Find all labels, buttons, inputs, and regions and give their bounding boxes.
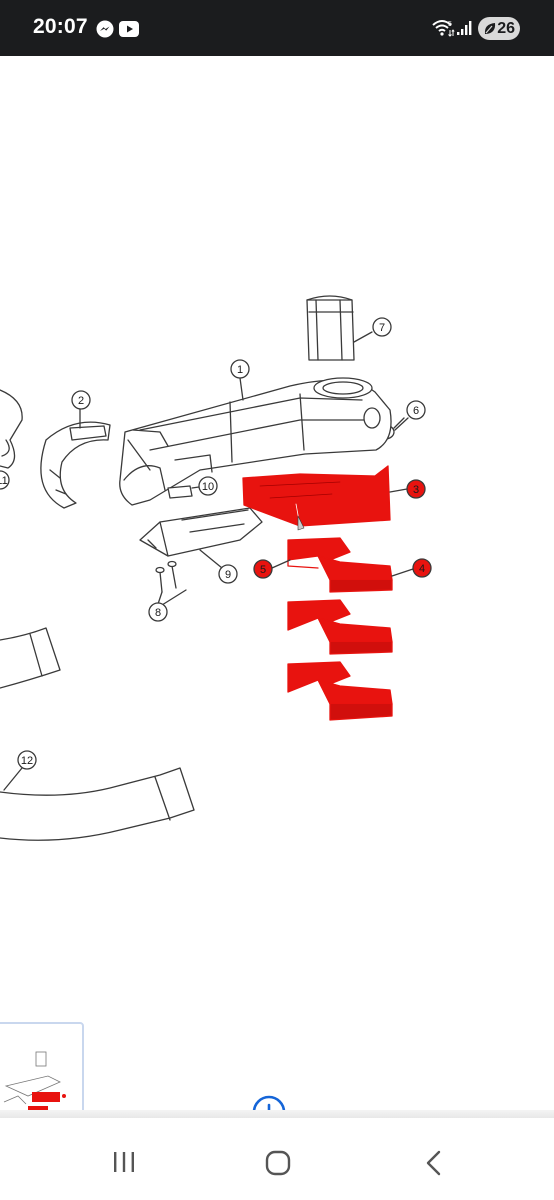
callout-9-label: 9 <box>225 569 231 581</box>
back-icon[interactable] <box>423 1149 445 1177</box>
thumbnail-preview <box>3 1051 66 1112</box>
part-2-clamp <box>40 421 111 509</box>
callout-8 <box>148 602 168 622</box>
status-bar: 20:07 5 26 <box>0 0 554 56</box>
callout-6-label: 6 <box>413 405 419 417</box>
callout-2 <box>71 390 91 410</box>
youtube-icon <box>119 21 139 37</box>
callout-10-label: 10 <box>202 481 214 493</box>
callout-3-label: 3 <box>413 484 419 496</box>
callout-5-label: 5 <box>260 564 266 576</box>
status-time: 20:07 <box>33 15 88 38</box>
navigation-bar <box>0 1118 554 1200</box>
image-thumbnail[interactable] <box>0 1022 84 1118</box>
battery-level: 26 <box>497 20 515 37</box>
wifi-icon: 5 <box>432 20 455 37</box>
home-icon[interactable] <box>264 1149 292 1177</box>
image-viewer[interactable]: 7 6 1 10 2 11 9 8 3 5 4 12 <box>0 56 554 1118</box>
part-11-clamp-half <box>0 389 23 469</box>
part-12-handlebar <box>0 767 195 841</box>
part-8-bolts <box>155 560 177 593</box>
svg-text:5: 5 <box>448 21 452 28</box>
callout-10 <box>198 476 218 496</box>
messenger-icon <box>96 20 114 38</box>
recent-apps-icon[interactable] <box>110 1150 138 1174</box>
parts-diagram[interactable]: 7 6 1 10 2 11 9 8 3 5 4 12 <box>0 56 554 1118</box>
callout-9 <box>218 564 238 584</box>
battery-saver-icon <box>484 23 496 34</box>
callout-12-label: 12 <box>21 755 33 767</box>
part-handlebar-left <box>0 627 61 689</box>
callout-7-label: 7 <box>379 322 385 334</box>
callout-8-label: 8 <box>155 607 161 619</box>
part-spacer-set-3 <box>287 661 393 721</box>
callout-2-label: 2 <box>78 395 84 407</box>
callout-1 <box>230 359 250 379</box>
part-3-cover-red <box>242 465 391 531</box>
callout-4-label: 4 <box>419 563 425 575</box>
callout-7 <box>372 317 392 337</box>
viewer-bottom-edge <box>0 1110 554 1118</box>
signal-icon <box>457 21 472 35</box>
callout-12 <box>17 750 37 770</box>
part-10-screw <box>167 485 193 499</box>
callout-11-label: 11 <box>0 475 8 487</box>
part-1-stem <box>119 377 392 506</box>
callout-4 <box>412 558 432 578</box>
part-7-sleeve <box>306 295 373 361</box>
part-5-spacer-red <box>287 537 393 593</box>
battery-indicator: 26 <box>478 17 520 40</box>
callout-5 <box>253 559 273 579</box>
part-spacer-set-2 <box>287 599 393 655</box>
callout-11 <box>0 470 10 490</box>
callout-1-label: 1 <box>237 364 243 376</box>
part-9-wedge <box>139 507 263 557</box>
callout-6 <box>406 400 426 420</box>
